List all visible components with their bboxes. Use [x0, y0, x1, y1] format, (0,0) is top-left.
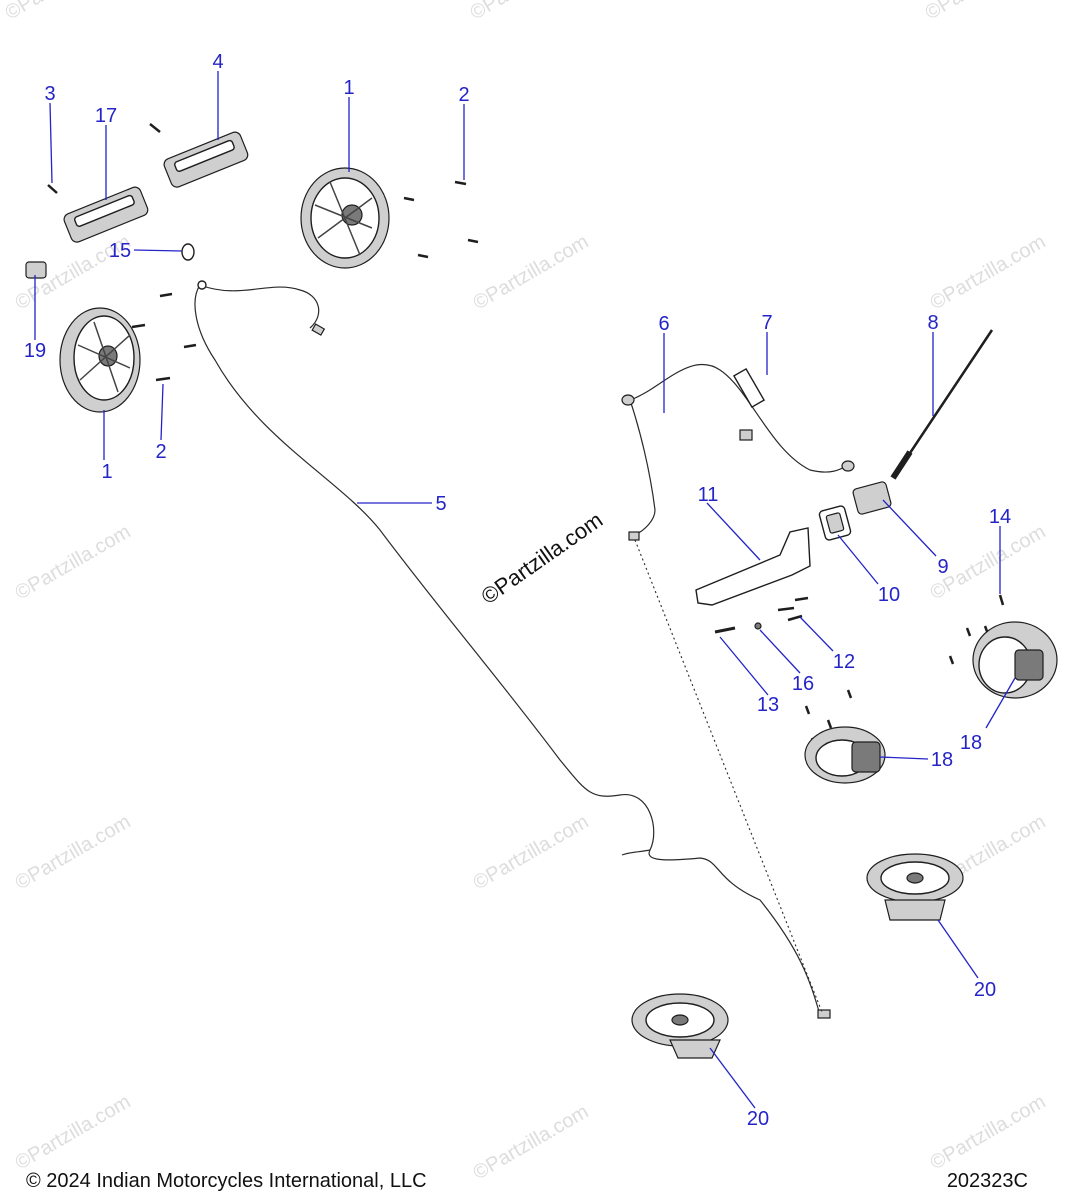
figure-id: 202323C [946, 1170, 1028, 1192]
callout-4: 4 [212, 51, 223, 73]
antenna-base [890, 450, 913, 480]
cable-connector [628, 531, 640, 541]
watermark: ©Partzilla.com [12, 811, 135, 895]
watermark: ©Partzilla.com [470, 811, 593, 895]
brand-mark: ©Partzilla.com [477, 507, 608, 609]
callout-20: 20 [747, 1108, 769, 1130]
watermark: ©Partzilla.com [927, 1091, 1050, 1175]
harness-connector [311, 323, 326, 336]
wiring-harness-branch [621, 849, 651, 856]
callout-13: 13 [757, 694, 779, 716]
watermark: ©Partzilla.com [467, 0, 590, 24]
watermark: ©Partzilla.com [12, 521, 135, 605]
callout-17: 17 [95, 105, 117, 127]
speaker-grille-4 [163, 131, 249, 188]
speaker-grille-17 [63, 186, 149, 243]
callout-10: 10 [878, 584, 900, 606]
antenna-bracket [695, 527, 811, 606]
speaker-20-bottom [631, 993, 729, 1059]
callout-18: 18 [931, 749, 953, 771]
callout-18: 18 [960, 732, 982, 754]
fairing-speaker-left [59, 307, 141, 413]
watermark: ©Partzilla.com [470, 1101, 593, 1185]
watermark: ©Partzilla.com [2, 0, 125, 24]
callout-1: 1 [101, 461, 112, 483]
cable-grommet [621, 394, 635, 406]
cable-ferrite [739, 429, 753, 441]
callout-7: 7 [761, 312, 772, 334]
callout-2: 2 [155, 441, 166, 463]
leader-lines [34, 71, 1016, 1109]
cable-end [841, 460, 855, 472]
watermark: ©Partzilla.com [470, 231, 593, 315]
antenna-mast [898, 329, 994, 469]
antenna-cable [629, 363, 849, 536]
callout-5: 5 [435, 493, 446, 515]
speaker-18-right [972, 621, 1058, 699]
watermark: ©Partzilla.com [927, 231, 1050, 315]
callout-19: 19 [24, 340, 46, 362]
plug-connector [25, 261, 47, 279]
callout-2: 2 [458, 84, 469, 106]
callout-6: 6 [658, 313, 669, 335]
antenna-mount [852, 481, 892, 515]
fairing-speaker-top [300, 167, 390, 269]
antenna-sleeve [732, 367, 766, 409]
fastener-group [47, 123, 1005, 747]
copyright-notice: © 2024 Indian Motorcycles International,… [26, 1170, 427, 1192]
callout-8: 8 [927, 312, 938, 334]
callout-15: 15 [109, 240, 131, 262]
dashed-routing-line [634, 539, 823, 1013]
watermark: ©Partzilla.com [922, 0, 1045, 24]
callout-14: 14 [989, 506, 1011, 528]
callout-labels: 1 1 2 2 3 4 5 6 7 8 9 10 11 12 13 14 15 … [24, 51, 1011, 1130]
callout-3: 3 [44, 83, 55, 105]
callout-1: 1 [343, 77, 354, 99]
harness-connector [197, 280, 207, 290]
wire-clip [181, 243, 195, 261]
gasket-inner [825, 512, 845, 534]
speaker-20-right [866, 853, 964, 921]
watermark: ©Partzilla.com [12, 1091, 135, 1175]
speaker-18-center [804, 726, 886, 784]
wiring-harness [194, 284, 821, 1016]
callout-9: 9 [937, 556, 948, 578]
callout-20: 20 [974, 979, 996, 1001]
callout-16: 16 [792, 673, 814, 695]
harness-connector [817, 1009, 831, 1019]
callout-11: 11 [698, 484, 719, 506]
callout-12: 12 [833, 651, 855, 673]
